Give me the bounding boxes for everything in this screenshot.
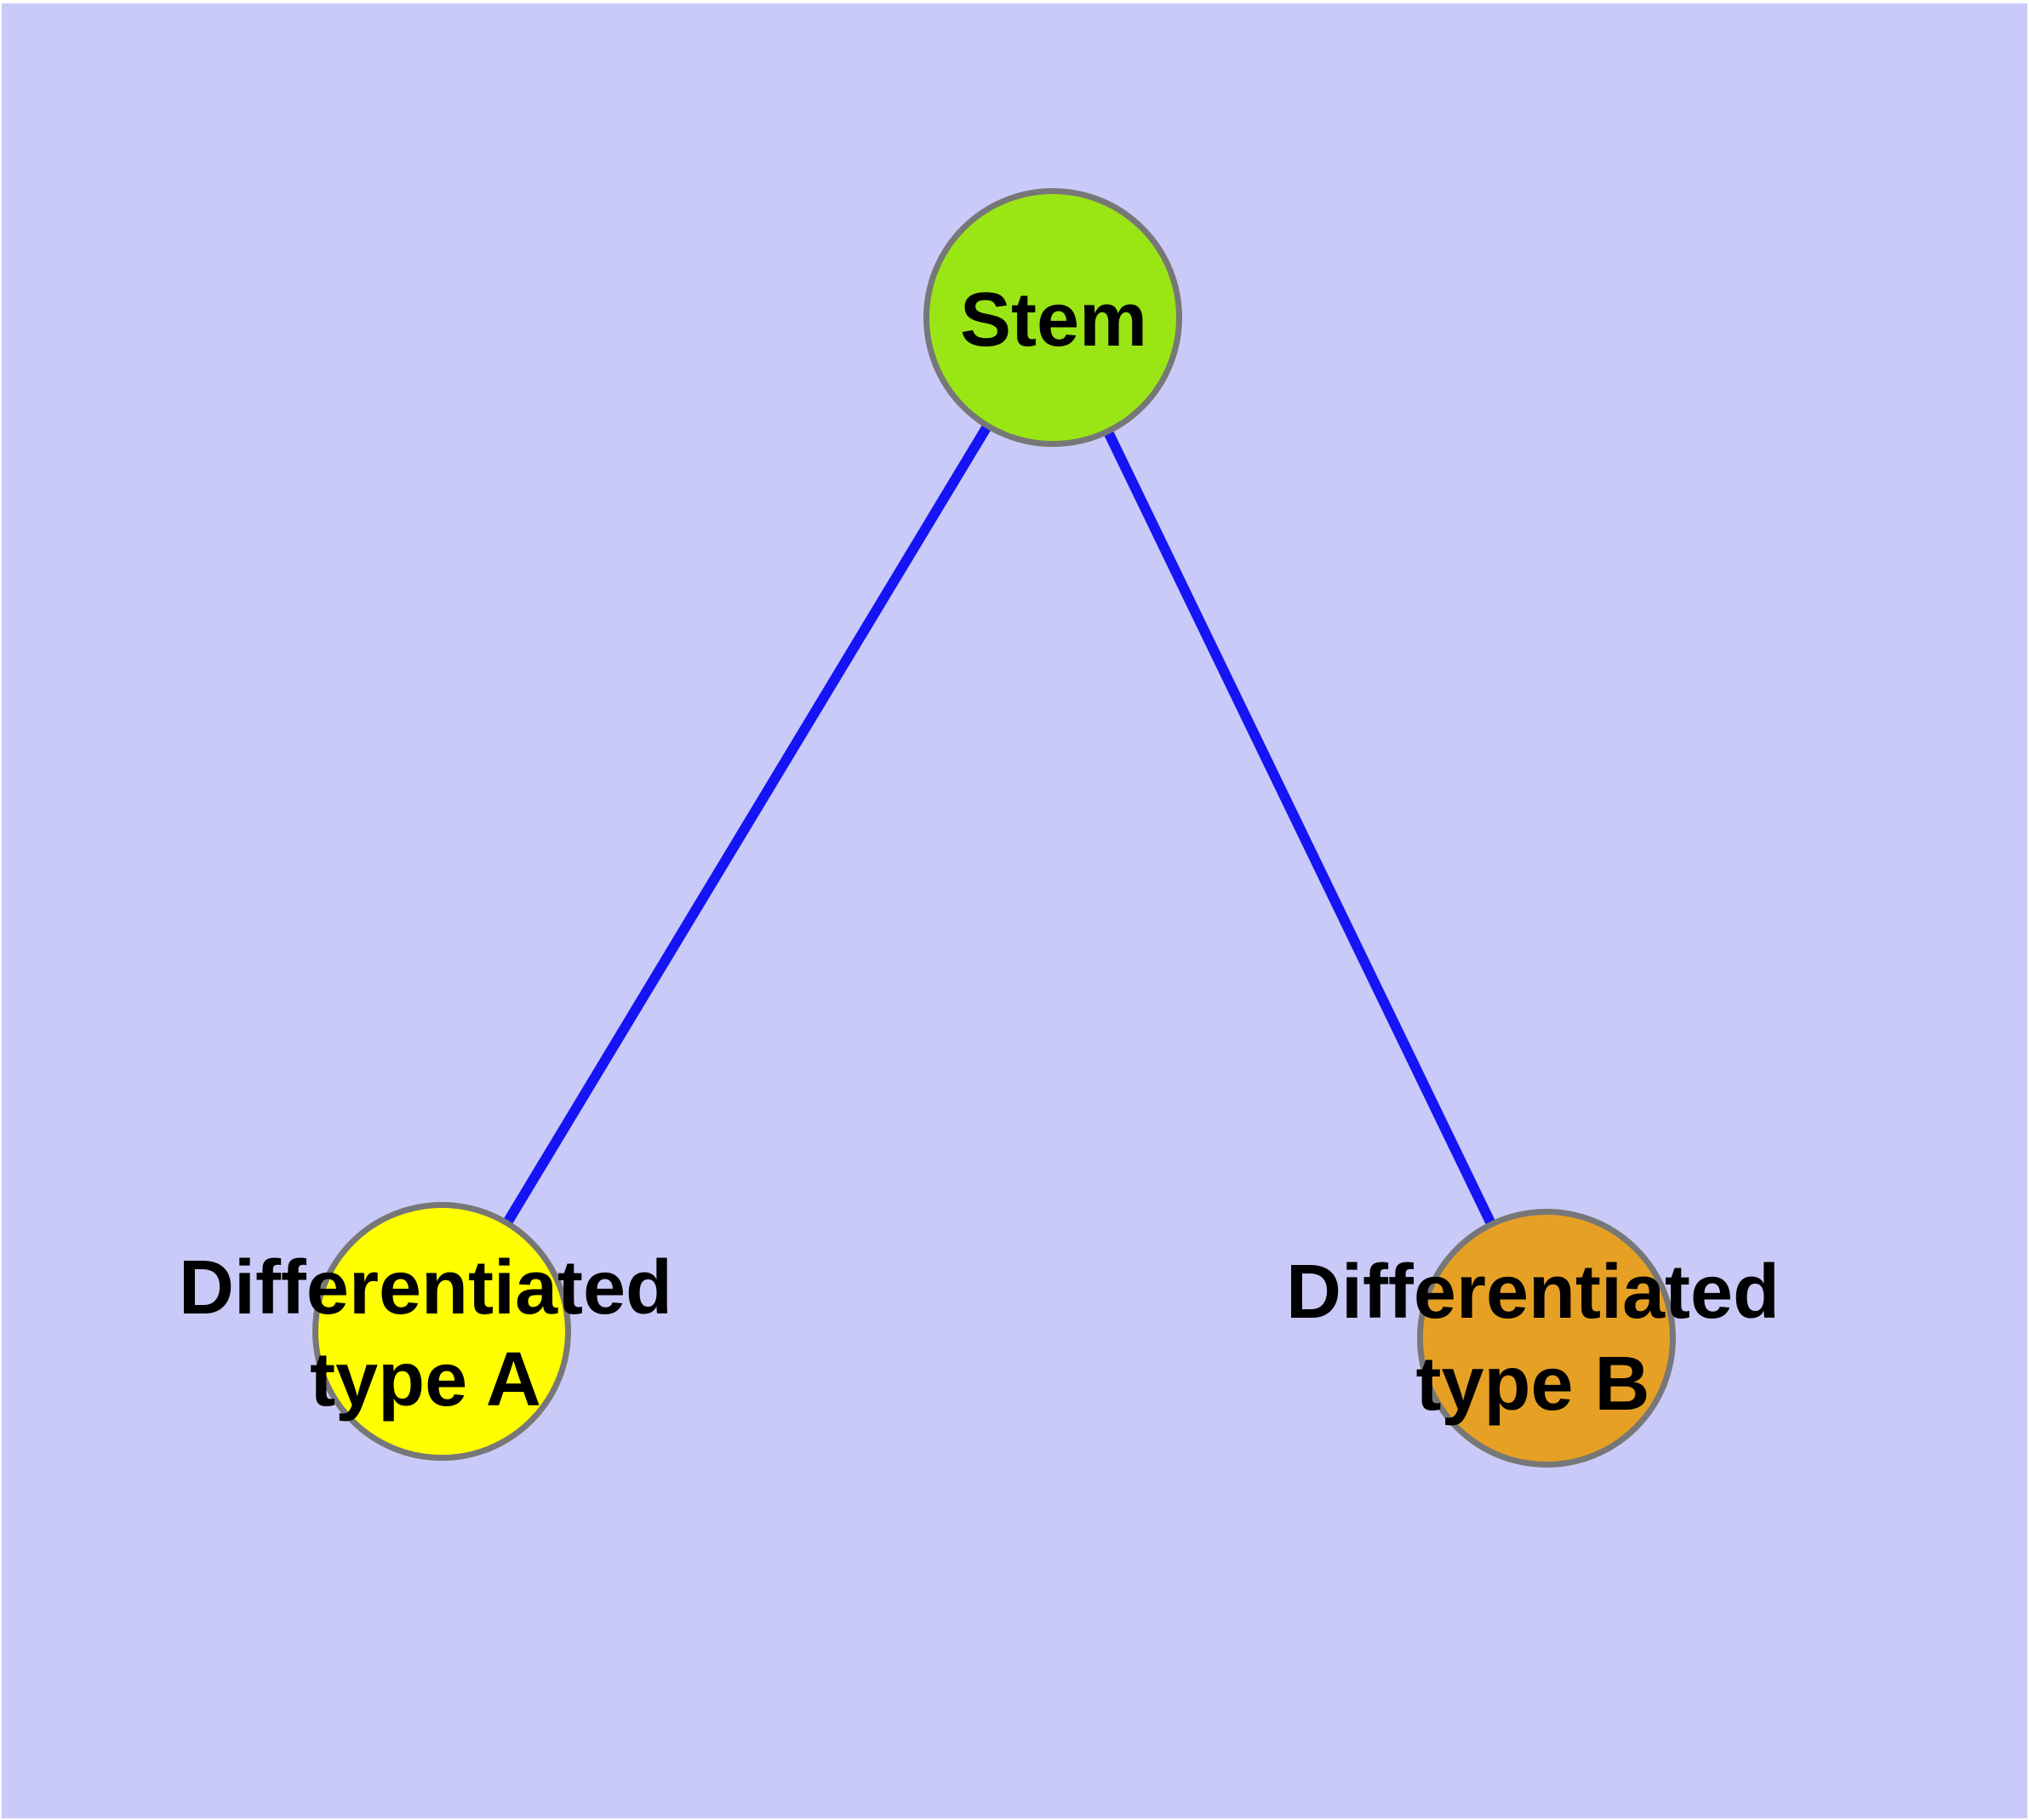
node-differentiated-type-a (312, 1202, 571, 1461)
edge-stem-to-type-b (1048, 315, 1552, 1341)
node-stem (923, 188, 1182, 447)
edge-stem-to-type-a (437, 314, 1058, 1335)
node-differentiated-type-b (1417, 1209, 1676, 1468)
